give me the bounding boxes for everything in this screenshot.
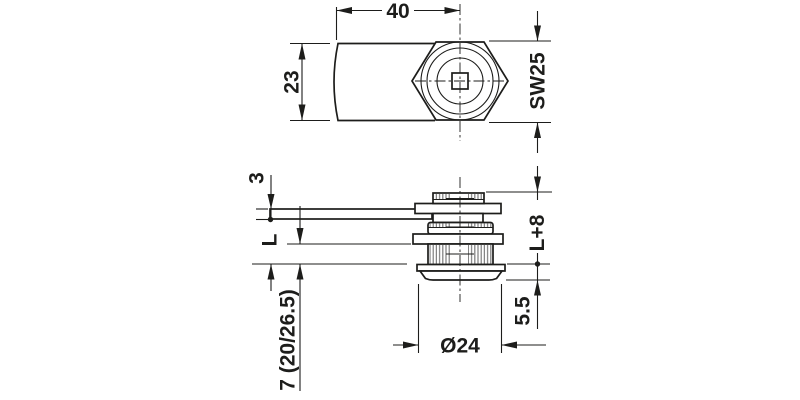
collar-knurl-hatch	[429, 223, 452, 227]
arrow-down-icon	[296, 228, 304, 244]
spindle-knurl-hatch	[434, 194, 451, 200]
dim-label-wrench-size: SW25	[527, 52, 550, 110]
arrow-down-icon	[267, 194, 275, 209]
neck	[432, 212, 484, 224]
dim-label-body-length: 40	[386, 0, 409, 23]
dim-total-length: L+8	[486, 166, 552, 267]
collar-knurl-hatch	[468, 223, 492, 227]
flange-top	[416, 263, 506, 272]
arrow-up-icon	[267, 264, 275, 280]
cam-plate	[414, 202, 502, 215]
dim-label-total-length: L+8	[526, 214, 549, 251]
spindle-knurl-hatch	[468, 194, 483, 200]
side-view: 3 L 7 (20/26.5) L+8	[246, 166, 552, 391]
cam-lever	[269, 208, 433, 220]
flange-bottom	[418, 270, 504, 281]
dim-label-grip: L	[259, 233, 282, 246]
arrow-up-icon	[296, 264, 304, 280]
dim-body-diameter: 23	[281, 42, 330, 122]
dim-wrench-size: SW25	[489, 11, 551, 153]
arrow-down-icon	[534, 176, 541, 192]
thread-hatch	[429, 245, 452, 264]
dim-grip: L	[259, 206, 411, 246]
arrow-up-icon	[298, 43, 306, 60]
dim-label-bore-diameter: Ø24	[440, 335, 480, 358]
thread-hatch	[468, 245, 492, 264]
top-view: 40 23 SW25	[281, 0, 551, 153]
dim-body-length: 40	[335, 0, 460, 40]
dim-bore-diameter: Ø24	[393, 284, 546, 358]
dim-label-body-diameter: 23	[281, 70, 304, 93]
dim-label-cam-thickness: 3	[246, 172, 269, 184]
dim-label-head-height: 5.5	[512, 296, 535, 326]
arrow-down-icon	[298, 104, 306, 121]
dim-cam-position: 7 (20/26.5)	[267, 264, 304, 391]
arrow-left-icon	[501, 341, 517, 349]
arrow-up-icon	[534, 280, 541, 296]
arrow-up-icon	[534, 122, 541, 138]
arrow-right-icon	[444, 7, 460, 14]
dim-label-cam-position: 7 (20/26.5)	[277, 289, 300, 391]
mounting-nut	[412, 233, 504, 245]
dim-cam-thickness: 3	[246, 172, 275, 223]
dim-head-height: 5.5	[506, 264, 550, 329]
arrow-left-icon	[336, 7, 352, 14]
arrow-down-icon	[534, 25, 541, 41]
lock-housing-body	[333, 42, 435, 122]
dim-end-dot	[267, 216, 274, 223]
arrow-right-icon	[403, 341, 419, 349]
